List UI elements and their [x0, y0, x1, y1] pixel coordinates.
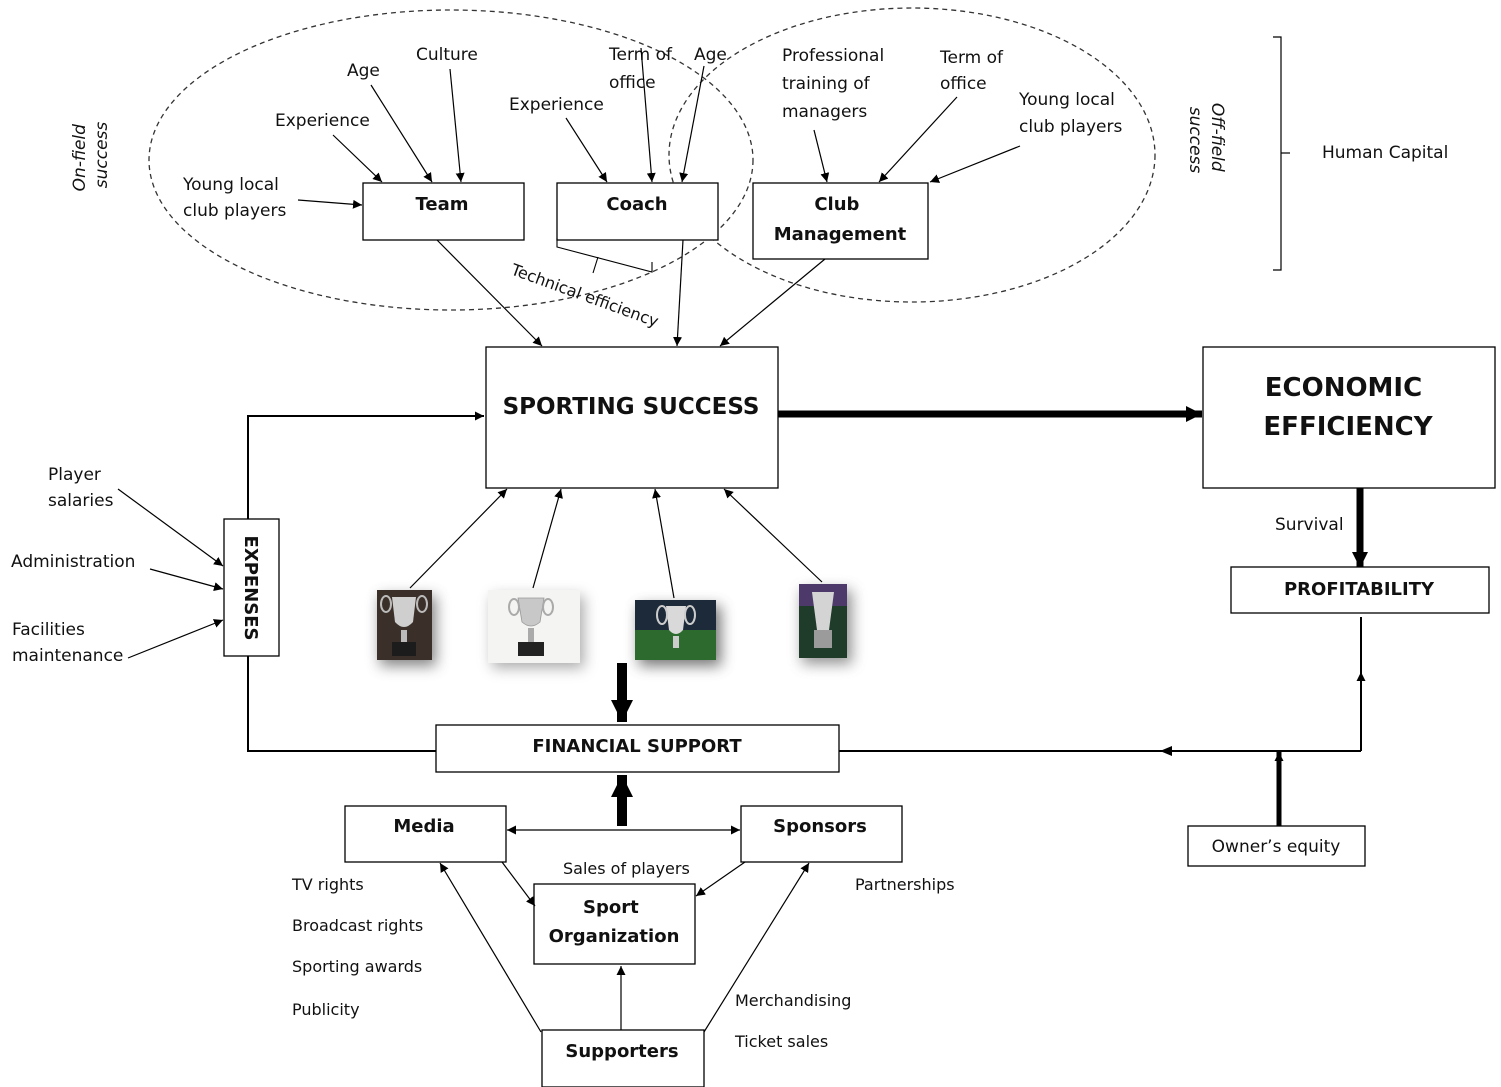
- sporting-success-box: [485, 346, 779, 489]
- sport-organization-box: [533, 883, 696, 965]
- coach-title: Coach: [606, 194, 667, 215]
- team-age-label: Age: [347, 61, 380, 81]
- team-experience-label: Experience: [275, 111, 370, 131]
- sponsors-item: Partnerships: [855, 875, 955, 894]
- sporting-success-title: SPORTING SUCCESS: [503, 394, 760, 420]
- supporters-arrows: [439, 862, 810, 1033]
- sport-organization-title: Sport Organization: [549, 897, 680, 947]
- expense-administration-label: Administration: [11, 552, 135, 572]
- owners-equity-title: Owner’s equity: [1212, 837, 1341, 857]
- coach-experience-label: Experience: [509, 95, 604, 115]
- club-management-title: Club Management: [774, 194, 907, 245]
- leftward-arrowhead: [1160, 746, 1172, 756]
- coach-age-label: Age: [694, 45, 727, 65]
- human-capital-label: Human Capital: [1322, 143, 1448, 163]
- technical-efficiency-bracket: [556, 238, 653, 274]
- media-item: Sporting awards: [292, 957, 422, 976]
- economic-efficiency-box: [1202, 346, 1496, 489]
- club-input-arrows: [813, 96, 1021, 183]
- sales-of-players-label: Sales of players: [563, 859, 690, 878]
- team-culture-label: Culture: [416, 45, 478, 65]
- survival-label: Survival: [1275, 515, 1344, 535]
- club-management-box: [752, 182, 929, 260]
- technical-efficiency-label: Technical efficiency: [508, 260, 661, 331]
- financial-support-box: [435, 724, 840, 773]
- trophy-arrows: [409, 488, 823, 599]
- supporters-title: Supporters: [565, 1041, 678, 1062]
- club-training-label: Professional training of managers: [782, 46, 890, 122]
- media-title: Media: [393, 816, 454, 837]
- media-box: [344, 805, 507, 863]
- expenses-loop: [247, 411, 484, 752]
- trophy-4: [799, 584, 852, 664]
- supporters-item: Ticket sales: [734, 1032, 828, 1051]
- coach-box: [556, 182, 719, 241]
- trophy-2: [488, 590, 584, 668]
- financial-support-title: FINANCIAL SUPPORT: [532, 736, 742, 757]
- profitability-title: PROFITABILITY: [1284, 579, 1435, 600]
- profitability-box: [1230, 566, 1490, 614]
- expenses-title: EXPENSES: [240, 536, 261, 641]
- media-item: Broadcast rights: [292, 916, 423, 935]
- on-field-label: On-field success: [70, 119, 112, 192]
- sponsors-title: Sponsors: [773, 816, 867, 837]
- economic-efficiency-title: ECONOMIC EFFICIENCY: [1263, 373, 1433, 442]
- expenses-box: [223, 518, 280, 657]
- human-capital-arrows: [436, 239, 826, 347]
- team-young-players-label: Young local club players: [182, 175, 286, 221]
- sponsors-box: [740, 805, 903, 863]
- team-input-arrows: [297, 68, 465, 209]
- media-item: TV rights: [291, 875, 364, 894]
- trophy-3: [635, 600, 721, 666]
- financial-to-profitability-line: [839, 617, 1366, 752]
- trophy-1: [377, 590, 436, 666]
- expense-facilities-label: Facilities maintenance: [12, 620, 123, 666]
- off-field-ellipse: [668, 7, 1156, 303]
- media-items: TV rights Broadcast rights Sporting awar…: [291, 875, 423, 1019]
- owners-equity-box: [1187, 825, 1366, 867]
- team-title: Team: [416, 194, 469, 215]
- on-field-ellipse: [148, 9, 754, 311]
- team-box: [362, 182, 525, 241]
- supporters-item: Merchandising: [735, 991, 851, 1010]
- expense-salaries-label: Player salaries: [48, 465, 114, 511]
- club-term-label: Term of office: [939, 48, 1008, 94]
- media-item: Publicity: [292, 1000, 360, 1019]
- supporters-box: [541, 1029, 705, 1087]
- expense-input-arrows: [117, 488, 224, 659]
- off-field-label: Off-field success: [1185, 103, 1227, 177]
- club-young-players-label: Young local club players: [1018, 90, 1122, 137]
- coach-input-arrows: [565, 47, 705, 183]
- sport-org-arrows: [501, 861, 746, 907]
- human-capital-bracket: [1273, 36, 1290, 271]
